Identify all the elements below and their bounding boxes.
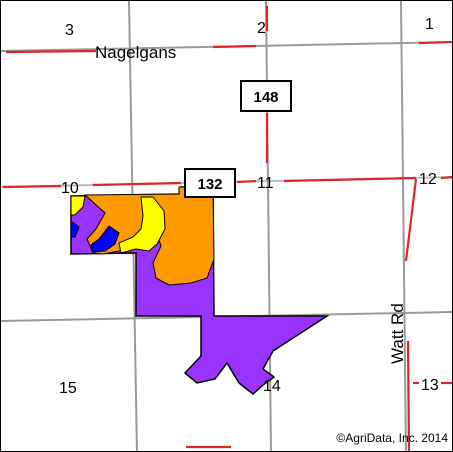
parcel-yellow-center[interactable] <box>118 196 166 254</box>
section-label-3: 3 <box>65 22 74 39</box>
roads-red <box>2 6 452 451</box>
section-road-west <box>2 184 62 189</box>
parcel-blue[interactable] <box>90 225 120 253</box>
section-label-12: 12 <box>419 171 437 188</box>
nagelgans-road-west <box>5 49 97 54</box>
road-label-watt: Watt Rd <box>388 303 407 364</box>
nagelgans-road-mid <box>212 44 257 49</box>
copyright-notice: ©AgriData, Inc. 2014 <box>336 431 448 445</box>
route-shield-148: 148 <box>240 80 292 112</box>
watt-road-north <box>404 178 418 262</box>
route-shield-148-label: 148 <box>253 89 278 106</box>
section-label-13: 13 <box>421 377 439 394</box>
route-shield-132: 132 <box>184 168 236 198</box>
grid-line-right <box>400 1 407 451</box>
parcel-blue-small[interactable] <box>70 220 80 238</box>
field-parcels[interactable] <box>70 186 330 395</box>
road-label-nagelgans: Nagelgans <box>95 43 176 62</box>
route-shield-132-label: 132 <box>197 176 222 193</box>
nagelgans-road-east <box>418 40 452 45</box>
section-label-14: 14 <box>263 378 281 395</box>
section-label-2: 2 <box>257 20 266 37</box>
section-label-15: 15 <box>59 380 77 397</box>
section-road-12-east <box>440 176 452 180</box>
section-road-11 <box>236 179 257 184</box>
section-road-east <box>283 176 417 183</box>
watt-road-south <box>406 340 411 451</box>
section-road-mid <box>92 181 182 187</box>
parcel-yellow-west[interactable] <box>70 195 86 216</box>
parcel-orange[interactable] <box>83 186 215 286</box>
section-label-11: 11 <box>257 175 274 192</box>
section-label-10: 10 <box>61 180 79 197</box>
section-label-1: 1 <box>425 16 434 33</box>
